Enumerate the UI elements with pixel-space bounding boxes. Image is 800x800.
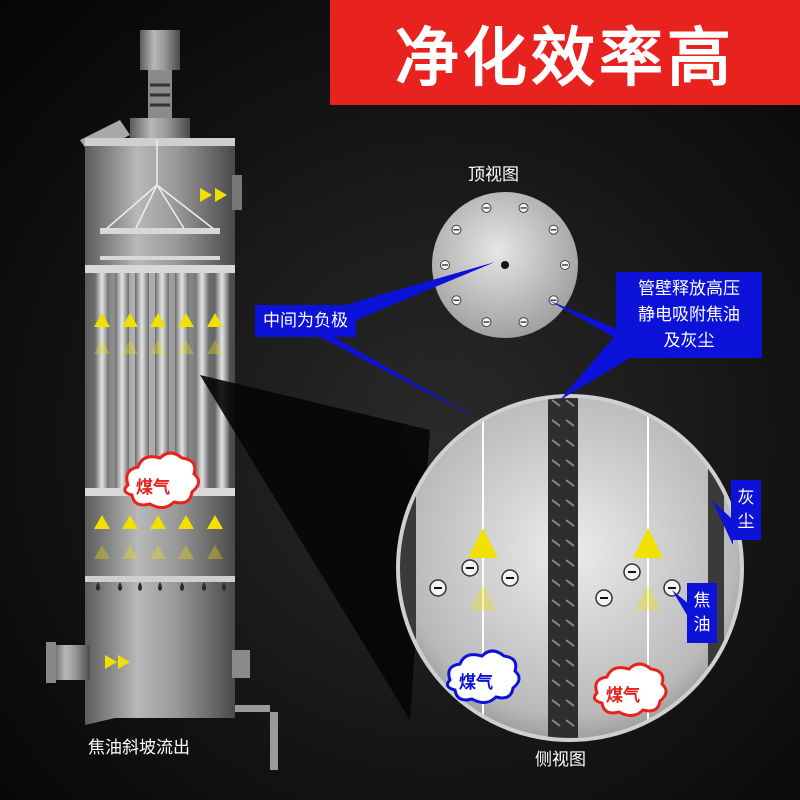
gas-label-left: 煤气 (459, 673, 493, 693)
flow-arrow-right (200, 188, 212, 202)
flow-arrow-up (122, 515, 138, 529)
tar-drip (96, 582, 100, 591)
flow-arrow-up (150, 313, 166, 327)
wall-callout-line2: 静电吸附焦油 (638, 305, 740, 325)
side-view-lens (396, 394, 744, 742)
zoom-cone (200, 375, 430, 720)
flow-arrow-up (178, 545, 194, 559)
top-view-disc (432, 192, 578, 338)
electrode-tube (95, 273, 109, 488)
gas-label-right: 煤气 (606, 686, 640, 706)
flow-arrow-up (122, 313, 138, 327)
gas-cloud-main (123, 451, 200, 509)
flow-arrow-up (150, 515, 166, 529)
tar-callout: 焦油 (687, 583, 717, 643)
gas-cloud-right (592, 662, 668, 717)
flow-arrow-up (207, 340, 223, 354)
callout-pointer-tar (672, 590, 690, 620)
flow-arrow-up (94, 340, 110, 354)
electrode-tube (195, 273, 209, 488)
dust-callout: 灰尘 (731, 480, 761, 540)
flow-arrow-up (178, 515, 194, 529)
flow-arrow-up (207, 515, 223, 529)
top-view-label: 顶视图 (468, 165, 519, 185)
tar-drip (118, 582, 122, 591)
callout-pointer-negative-2 (300, 318, 480, 420)
negative-center-callout: 中间为负极 (255, 305, 356, 337)
flow-arrow-up (94, 545, 110, 559)
tar-drip (138, 582, 142, 591)
wall-callout-line1: 管壁释放高压 (638, 279, 740, 299)
side-view-label: 侧视图 (535, 750, 586, 770)
flow-arrow-up (178, 340, 194, 354)
tar-drip (180, 582, 184, 591)
tar-drip (222, 582, 226, 591)
flow-arrow-right (105, 655, 117, 669)
flow-arrow-up (94, 515, 110, 529)
electrode-tube (135, 273, 149, 488)
flow-arrow-up (150, 545, 166, 559)
title-banner: 净化效率高 (330, 0, 800, 105)
gas-label-main: 煤气 (136, 478, 170, 498)
gas-cloud-left (445, 649, 521, 704)
flow-arrow-right (118, 655, 130, 669)
wall-callout-line3: 及灰尘 (663, 331, 715, 351)
tar-drip (158, 582, 162, 591)
slope-outflow-label: 焦油斜坡流出 (88, 738, 190, 758)
flow-arrow-up (150, 340, 166, 354)
tar-drip (202, 582, 206, 591)
flow-arrow-right (215, 188, 227, 202)
callout-pointer-dust (712, 500, 733, 545)
flow-arrow-up (122, 340, 138, 354)
flow-arrow-up (207, 545, 223, 559)
wall-callout: 管壁释放高压 静电吸附焦油 及灰尘 (616, 272, 762, 358)
flow-arrow-up (207, 313, 223, 327)
flow-arrow-up (94, 313, 110, 327)
electrode-tube (115, 273, 129, 488)
flow-arrows (94, 188, 227, 669)
flow-arrow-up (122, 545, 138, 559)
flow-arrow-up (178, 313, 194, 327)
